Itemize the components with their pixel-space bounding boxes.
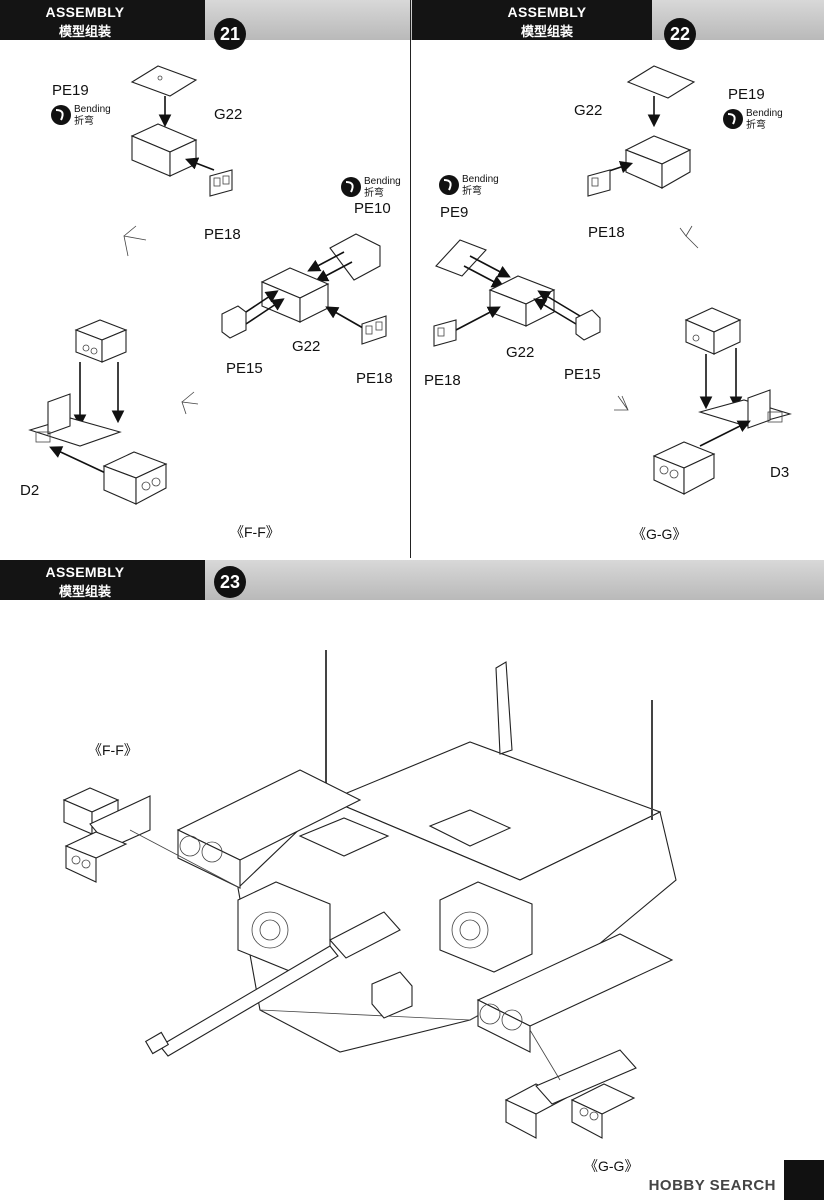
bending-label-en: Bending: [74, 104, 111, 115]
part-label-g22: G22: [292, 338, 321, 355]
sensor-box: [74, 319, 128, 363]
pe9-bracket: [435, 239, 487, 277]
pe18-plate: [361, 315, 387, 345]
step-23-header: ASSEMBLY 模型组装: [0, 560, 824, 600]
page-corner-tab: [784, 1160, 824, 1200]
g22-block: [624, 135, 692, 189]
pe18-plate: [433, 319, 457, 347]
part-label-d2: D2: [20, 482, 40, 499]
part-label-g22: G22: [214, 106, 243, 123]
step-title-en: ASSEMBLY: [45, 4, 125, 20]
step-number-badge: 22: [664, 18, 696, 50]
header-dark-band: [0, 0, 205, 40]
turret-drawing: [62, 650, 677, 1139]
column-divider: [410, 0, 411, 558]
bending-label-cn: 折弯: [74, 116, 94, 127]
pe18-plate: [587, 169, 611, 197]
view-label-ff: 《F-F》: [230, 524, 280, 540]
part-label-pe19: PE19: [52, 82, 89, 99]
bending-label-cn: 折弯: [746, 120, 766, 131]
pe10-bracket: [329, 233, 381, 281]
step-title-en: ASSEMBLY: [45, 564, 125, 580]
pe19-plate: [130, 65, 198, 97]
part-label-pe10: PE10: [354, 200, 391, 217]
bending-icon: [51, 105, 71, 125]
part-label-pe15: PE15: [564, 366, 601, 383]
part-label-pe18: PE18: [356, 370, 393, 387]
arrow-icon: [123, 225, 147, 257]
arrow-icon: [181, 391, 199, 415]
header-grey-band: [205, 560, 824, 600]
watermark: HOBBY SEARCH: [648, 1177, 776, 1194]
bending-label-cn: 折弯: [462, 186, 482, 197]
step-number-badge: 23: [214, 566, 246, 598]
d3-mount: [698, 389, 792, 429]
part-label-pe15: PE15: [226, 360, 263, 377]
bending-label-en: Bending: [462, 174, 499, 185]
pe18-plate: [209, 169, 233, 197]
pe19-plate: [626, 65, 696, 99]
part-label-pe18: PE18: [204, 226, 241, 243]
sensor-box: [102, 451, 168, 505]
g22-block: [130, 123, 198, 177]
step-21-header: ASSEMBLY 模型组装: [0, 0, 412, 40]
part-label-pe9: PE9: [440, 204, 469, 221]
step-number-badge: 21: [214, 18, 246, 50]
view-label-ff: 《F-F》: [88, 742, 138, 758]
bending-label-en: Bending: [746, 108, 783, 119]
bending-label-en: Bending: [364, 176, 401, 187]
bending-icon: [341, 177, 361, 197]
step-title-cn: 模型组装: [58, 24, 111, 39]
d2-mount: [28, 393, 122, 447]
sensor-box: [652, 441, 716, 495]
pe15-plate: [575, 309, 601, 341]
g22-block: [488, 275, 556, 327]
header-dark-band: [412, 0, 652, 40]
part-label-g22: G22: [574, 102, 603, 119]
bending-icon: [723, 109, 743, 129]
part-label-pe18: PE18: [424, 372, 461, 389]
bending-label-cn: 折弯: [364, 188, 384, 199]
part-label-d3: D3: [770, 464, 790, 481]
part-label-g22: G22: [506, 344, 535, 361]
part-label-pe18: PE18: [588, 224, 625, 241]
bending-icon: [439, 175, 459, 195]
view-label-gg: 《G-G》: [632, 526, 687, 542]
part-label-pe19: PE19: [728, 86, 765, 103]
sensor-box: [684, 307, 742, 355]
step-title-en: ASSEMBLY: [507, 4, 587, 20]
pe15-plate: [221, 305, 247, 339]
step-title-cn: 模型组装: [58, 584, 111, 599]
arrow-icon: [679, 225, 699, 249]
header-dark-band: [0, 560, 205, 600]
view-label-gg: 《G-G》: [584, 1158, 639, 1174]
step-title-cn: 模型组装: [520, 24, 573, 39]
arrow-icon: [614, 395, 629, 411]
